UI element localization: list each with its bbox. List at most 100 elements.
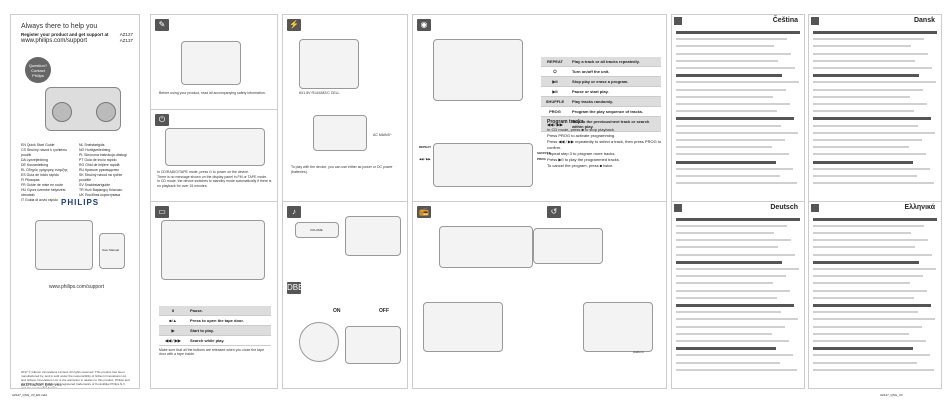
text-line	[676, 303, 794, 307]
program-step: Press PROG to activate programming.	[547, 133, 616, 138]
disc-icon: ◉	[417, 19, 431, 31]
antenna-illustration	[533, 227, 603, 264]
control-key: SHUFFLE	[541, 96, 569, 107]
text-line	[676, 167, 793, 170]
text-line	[676, 153, 789, 156]
manual-label: User Manual	[102, 248, 120, 252]
radio-aux-section: 📻 ↺ Audio in	[413, 202, 666, 389]
text-line	[813, 59, 915, 62]
text-line	[676, 267, 799, 270]
skip-label: ◀◀ / ▶▶	[419, 157, 431, 161]
text-line	[676, 368, 797, 371]
power-section: ⚡ 6X1.5V R14/UM2/C CELL AC MAINS~ To pla…	[283, 15, 407, 202]
model-2: AZ137	[119, 38, 133, 43]
czech-section: Čeština	[672, 15, 804, 202]
control-key: ⏻	[541, 66, 569, 77]
language-item: FR Guide de mise en route	[21, 183, 64, 187]
cover-register: Register your product and get support at	[21, 32, 109, 37]
support-url: www.philips.com/support	[49, 284, 105, 290]
volume-knob: VOLUME	[295, 221, 339, 238]
control-desc: Play a track or all tracks repeatedly.	[569, 57, 661, 67]
danish-greek-panel: Dansk Ελληνικά	[808, 14, 942, 389]
text-line	[813, 117, 931, 121]
text-line	[676, 139, 785, 141]
volume-label: VOLUME	[310, 227, 323, 232]
text-line	[676, 52, 791, 55]
control-desc: Press to open the tape door.	[187, 315, 271, 326]
question-badge: Question? Contact Philips	[25, 57, 51, 83]
text-line	[676, 182, 797, 185]
language-item: IT Guida di avvio rapido	[21, 198, 58, 202]
dbb-on: ON	[333, 307, 341, 314]
text-line	[813, 67, 932, 69]
ac-label: AC MAINS~	[373, 133, 392, 137]
text-line	[813, 160, 913, 164]
aux-illustration	[583, 301, 653, 352]
control-key: II	[159, 305, 187, 316]
language-item: SK Stručný návod na rýchle použitie	[79, 173, 123, 182]
text-line	[813, 368, 934, 371]
text-line	[676, 311, 781, 314]
text-line	[676, 347, 776, 351]
text-line	[813, 311, 918, 314]
radio-icon: 📻	[417, 205, 431, 218]
text-line	[813, 325, 922, 328]
control-desc: Pause or start play.	[569, 86, 661, 97]
text-line	[676, 110, 777, 113]
text-line	[813, 260, 919, 264]
text-line	[813, 303, 931, 307]
language-item: DA Lynvejledning	[21, 158, 48, 162]
legal-text: 2017 © Gibson Innovations Limited. All r…	[21, 370, 130, 389]
german-title: Deutsch	[770, 203, 798, 211]
text-line	[813, 347, 913, 351]
text-line	[813, 332, 909, 335]
text-line	[676, 339, 789, 342]
language-item: EL Οδηγός γρήγορης έναρξης	[21, 168, 68, 172]
book-icon	[811, 203, 819, 212]
text-line	[813, 88, 923, 91]
text-line	[676, 146, 772, 149]
text-line	[813, 282, 910, 285]
text-line	[813, 146, 909, 149]
text-line	[813, 246, 915, 249]
book-icon	[674, 203, 682, 212]
text-line	[676, 103, 790, 105]
safety-section: ✎ Before using your product, read all ac…	[151, 15, 277, 202]
left-speaker	[52, 102, 72, 122]
text-line	[676, 260, 782, 264]
cd-illustration	[433, 39, 523, 101]
danish-title: Dansk	[913, 17, 935, 24]
text-line	[813, 167, 930, 170]
language-item: PL Skrócona instrukcja obsługi	[79, 153, 127, 157]
plug-icon: ⚡	[287, 19, 301, 31]
text-line	[676, 275, 786, 278]
text-line	[676, 289, 790, 292]
greek-title: Ελληνικά	[904, 203, 935, 211]
laptop-illustration	[35, 220, 93, 270]
standby-note-3: In CD mode, the device switches to stand…	[157, 179, 272, 188]
control-desc: Search while play.	[187, 335, 271, 346]
text-line	[676, 74, 782, 78]
text-line	[676, 45, 774, 48]
language-item: EN Quick Start Guide	[21, 143, 55, 147]
text-line	[676, 246, 778, 249]
standby-note-1: In CD/RADIO/TAPE mode, press ⏻ to power …	[157, 170, 249, 174]
standby-section: ⏻ In CD/RADIO/TAPE mode, press ⏻ to powe…	[151, 109, 277, 203]
text-line	[813, 231, 911, 234]
text-line	[676, 354, 793, 357]
text-line	[676, 31, 800, 34]
volume-illustration	[345, 215, 401, 256]
language-item: PT Guia de início rápido	[79, 158, 117, 162]
cover-models: AZ127 AZ137	[120, 32, 133, 44]
text-line	[676, 88, 786, 91]
text-line	[676, 95, 773, 98]
control-key: REPEAT	[541, 57, 569, 67]
text-line	[813, 110, 914, 113]
text-line	[813, 139, 922, 141]
text-line	[813, 253, 932, 256]
text-line	[813, 103, 927, 105]
